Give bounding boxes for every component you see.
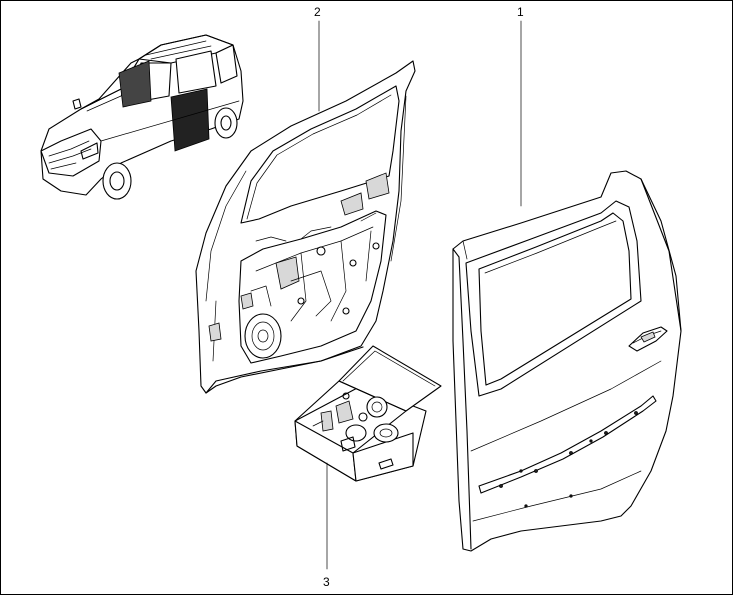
door-panel-icon (452, 170, 682, 552)
callout-3: 3 (323, 575, 330, 589)
parts-box-icon (294, 345, 442, 482)
callout-2: 2 (314, 5, 321, 19)
door-shell-icon (195, 60, 416, 394)
callout-1: 1 (517, 5, 524, 19)
vehicle-thumbnail-icon (40, 34, 244, 200)
